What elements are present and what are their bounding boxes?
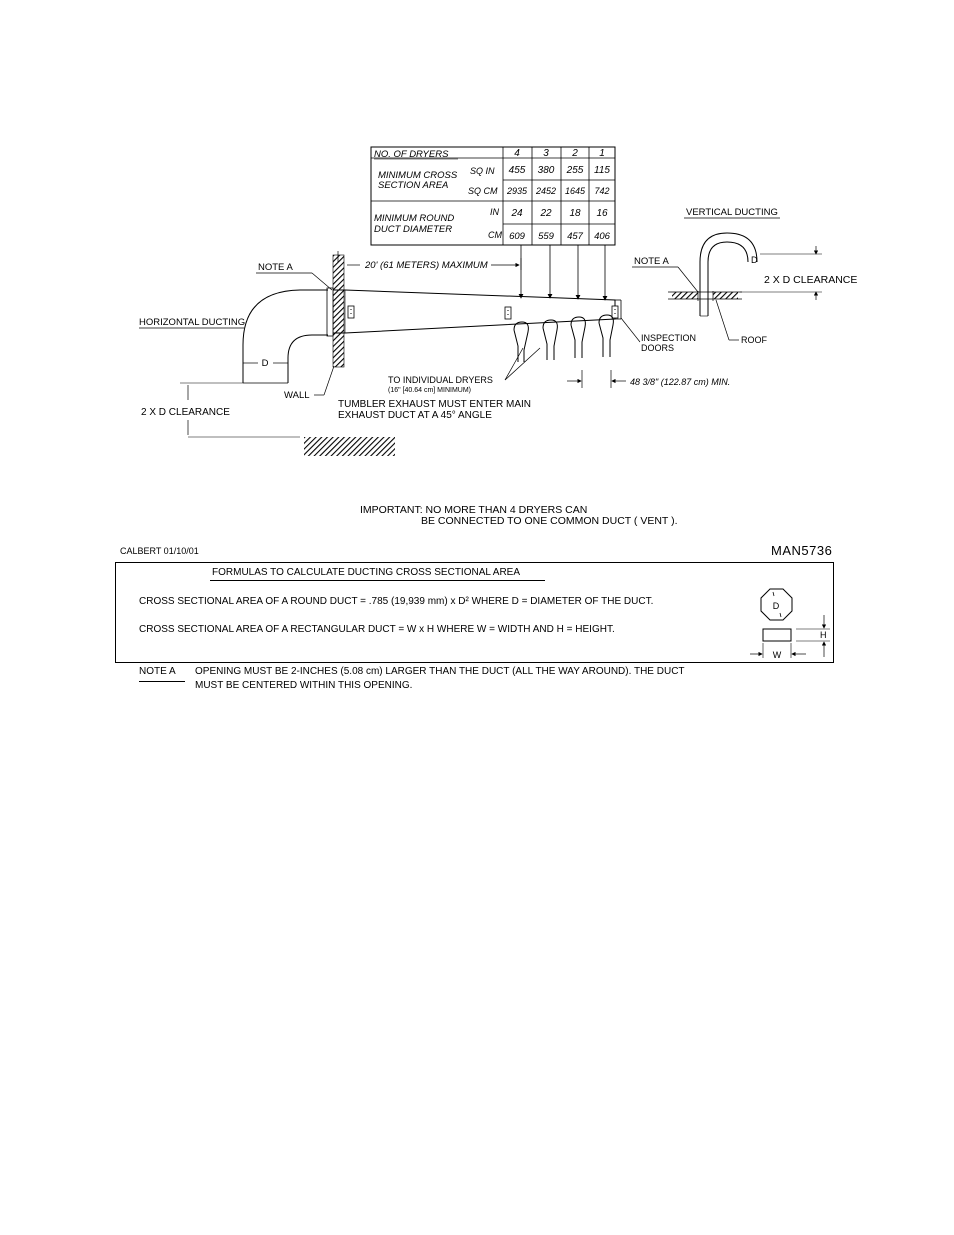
floor-hatch	[304, 437, 395, 456]
to-dryers-label-1: TO INDIVIDUAL DRYERS	[388, 375, 493, 385]
cell: 2452	[535, 186, 556, 196]
cell: 16	[596, 208, 608, 219]
wall-hatch	[332, 254, 345, 368]
formulas-title-underline	[210, 580, 545, 581]
d-left-label: D	[262, 358, 269, 369]
w-symbol: W	[773, 650, 782, 660]
cell: 455	[509, 165, 526, 176]
to-dryers-label-2: (16" [40.64 cm] MINIMUM)	[388, 387, 471, 394]
vertical-ducting-drawing: VERTICAL DUCTING D 2 X D CLEARANCE NOTE …	[632, 207, 857, 345]
h-symbol: H	[820, 630, 827, 640]
inspection-doors-label-2: DOORS	[641, 343, 674, 353]
tumbler-note-1: TUMBLER EXHAUST MUST ENTER MAIN	[338, 399, 531, 410]
cell: 1645	[565, 186, 586, 196]
cell: 255	[566, 165, 584, 176]
note-a-right-label: NOTE A	[634, 256, 670, 267]
inspection-door	[347, 305, 355, 319]
unit-sq-in: SQ IN	[470, 166, 495, 176]
note-a-line-2: MUST BE CENTERED WITHIN THIS OPENING.	[195, 680, 413, 691]
max-length-label: 20' (61 METERS) MAXIMUM	[364, 260, 488, 271]
table-header-label: NO. OF DRYERS	[374, 149, 449, 160]
row-group-cross-1: MINIMUM CROSS	[378, 170, 458, 181]
roof-label: ROOF	[741, 335, 768, 345]
important-line-1: IMPORTANT: NO MORE THAN 4 DRYERS CAN	[360, 504, 587, 516]
clearance-left-label: 2 X D CLEARANCE	[141, 407, 230, 418]
dryer-count-4: 4	[514, 148, 520, 159]
d-right-label: D	[751, 255, 758, 265]
note-a-underline	[139, 681, 185, 682]
dryer-count-3: 3	[543, 148, 549, 159]
horizontal-ducting-label: HORIZONTAL DUCTING	[139, 317, 245, 328]
inspection-door	[611, 305, 619, 319]
cell: 22	[539, 208, 552, 219]
inspection-doors-label-1: INSPECTION	[641, 333, 696, 343]
cell: 24	[510, 208, 523, 219]
cell: 406	[594, 231, 611, 242]
unit-sq-cm: SQ CM	[468, 186, 498, 196]
inspection-door	[504, 306, 512, 320]
note-a-line-1: OPENING MUST BE 2-INCHES (5.08 cm) LARGE…	[195, 666, 685, 677]
formulas-box	[115, 562, 834, 663]
unit-in: IN	[490, 207, 500, 217]
spacing-label: 48 3/8" (122.87 cm) MIN.	[630, 377, 730, 387]
cell: 380	[538, 165, 555, 176]
cell: 2935	[506, 186, 528, 196]
wall-label: WALL	[284, 390, 310, 401]
d-symbol: D	[773, 601, 780, 611]
formulas-title: FORMULAS TO CALCULATE DUCTING CROSS SECT…	[212, 567, 521, 578]
clearance-right-label: 2 X D CLEARANCE	[764, 274, 857, 286]
tumbler-note-2: EXHAUST DUCT AT A 45° ANGLE	[338, 410, 492, 421]
roof-hatch-left	[672, 292, 698, 299]
author-date: CALBERT 01/10/01	[120, 546, 199, 556]
formula-symbols: D H W	[750, 588, 830, 660]
dryer-count-2: 2	[571, 148, 578, 159]
round-duct-icon	[760, 588, 793, 621]
rect-duct-icon	[762, 628, 792, 642]
document-number: MAN5736	[771, 543, 833, 558]
row-group-round-1: MINIMUM ROUND	[374, 213, 454, 224]
cell: 609	[509, 231, 526, 242]
cell: 18	[569, 208, 581, 219]
roof-hatch-right	[713, 292, 738, 299]
cell: 457	[567, 231, 584, 242]
horizontal-ducting-drawing: HORIZONTAL DUCTING D	[139, 251, 730, 456]
row-group-round-2: DUCT DIAMETER	[374, 224, 452, 235]
unit-cm: CM	[488, 230, 502, 240]
round-duct-formula: CROSS SECTIONAL AREA OF A ROUND DUCT = .…	[139, 596, 654, 607]
cell: 115	[594, 165, 610, 176]
rect-duct-formula: CROSS SECTIONAL AREA OF A RECTANGULAR DU…	[139, 624, 615, 635]
dryer-count-1: 1	[599, 148, 605, 159]
cell: 742	[594, 186, 609, 196]
note-a-label: NOTE A	[139, 666, 176, 677]
dryer-branches	[513, 314, 614, 362]
note-a-left-label: NOTE A	[258, 262, 294, 273]
row-group-cross-2: SECTION AREA	[378, 180, 448, 191]
cell: 559	[538, 231, 555, 242]
ducting-diagram: NO. OF DRYERS 4 3 2 1 MINIMUM CROSS SECT…	[139, 146, 857, 527]
important-line-2: BE CONNECTED TO ONE COMMON DUCT ( VENT )…	[421, 515, 678, 527]
vertical-ducting-label: VERTICAL DUCTING	[686, 207, 778, 218]
dryer-table: NO. OF DRYERS 4 3 2 1 MINIMUM CROSS SECT…	[370, 146, 616, 301]
